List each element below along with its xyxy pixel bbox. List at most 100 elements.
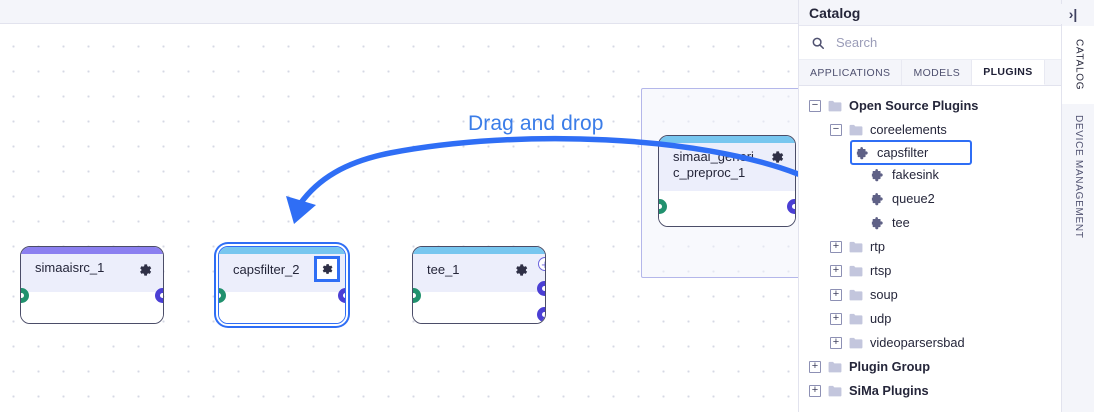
gear-icon[interactable] bbox=[769, 149, 785, 165]
tree-item-rtp[interactable]: + rtp bbox=[799, 235, 1061, 259]
node-header: simaai_generic_preproc_1 bbox=[659, 143, 795, 191]
puzzle-piece-icon bbox=[856, 146, 868, 159]
node-output-port[interactable] bbox=[155, 288, 163, 303]
search-input[interactable] bbox=[834, 34, 1024, 51]
vertical-tab-strip: CATALOG DEVICE MANAGEMENT bbox=[1061, 0, 1094, 412]
expand-icon[interactable]: + bbox=[830, 313, 842, 325]
node-output-port[interactable] bbox=[787, 199, 795, 214]
node-body bbox=[21, 292, 163, 323]
tree-item-label: queue2 bbox=[892, 191, 935, 206]
tree-item-label: tee bbox=[892, 215, 910, 230]
tree-item-capsfilter[interactable]: capsfilter bbox=[850, 140, 972, 165]
node-title: simaai_generic_preproc_1 bbox=[673, 149, 754, 180]
tab-plugins[interactable]: PLUGINS bbox=[972, 60, 1045, 85]
panel-header: Catalog bbox=[799, 0, 1061, 26]
expand-icon[interactable]: + bbox=[830, 289, 842, 301]
tree-item-label: capsfilter bbox=[877, 144, 929, 160]
tree-item-label: coreelements bbox=[870, 122, 947, 137]
search-icon bbox=[812, 37, 825, 49]
gear-icon[interactable] bbox=[513, 262, 529, 278]
tree-item-sima-plugins[interactable]: + SiMa Plugins bbox=[799, 379, 1061, 403]
catalog-tab-bar: APPLICATIONS MODELS PLUGINS bbox=[799, 60, 1061, 86]
node-input-port[interactable] bbox=[219, 288, 226, 303]
expand-icon[interactable]: + bbox=[830, 265, 842, 277]
drag-and-drop-label: Drag and drop bbox=[468, 112, 604, 135]
collapse-icon[interactable]: − bbox=[809, 100, 821, 112]
node-body bbox=[659, 191, 795, 226]
tree-item-tee[interactable]: tee bbox=[799, 211, 1061, 235]
tree-item-label: videoparsersbad bbox=[870, 335, 965, 350]
folder-icon bbox=[828, 385, 842, 397]
tree-item-label: rtp bbox=[870, 239, 885, 254]
node-header: simaaisrc_1 bbox=[21, 254, 163, 292]
folder-icon bbox=[849, 337, 863, 349]
tree-item-fakesink[interactable]: fakesink bbox=[799, 163, 1061, 187]
node-output-port[interactable] bbox=[537, 307, 545, 322]
gear-icon[interactable] bbox=[314, 256, 340, 282]
folder-icon bbox=[828, 361, 842, 373]
tree-item-queue2[interactable]: queue2 bbox=[799, 187, 1061, 211]
tree-item-label: Open Source Plugins bbox=[849, 98, 979, 113]
node-body bbox=[219, 292, 345, 323]
tree-item-rtsp[interactable]: + rtsp bbox=[799, 259, 1061, 283]
tree-item-label: fakesink bbox=[892, 167, 939, 182]
gear-icon[interactable] bbox=[137, 262, 153, 278]
tab-applications[interactable]: APPLICATIONS bbox=[799, 60, 903, 85]
canvas-toolbar bbox=[0, 0, 798, 24]
node-title: tee_1 bbox=[427, 262, 460, 277]
tree-item-label: SiMa Plugins bbox=[849, 383, 929, 398]
puzzle-piece-icon bbox=[871, 192, 883, 206]
tree-item-open-source-plugins[interactable]: − Open Source Plugins bbox=[799, 94, 1061, 118]
folder-icon bbox=[849, 289, 863, 301]
node-output-port[interactable] bbox=[338, 288, 345, 303]
pipeline-canvas[interactable]: simaai_generic_preproc_1 simaaisrc_1 bbox=[0, 24, 798, 412]
canvas-node-tee_1[interactable]: tee_1 bbox=[412, 246, 546, 324]
vtab-device-management[interactable]: DEVICE MANAGEMENT bbox=[1073, 114, 1084, 239]
expand-icon[interactable]: + bbox=[809, 361, 821, 373]
tab-models[interactable]: MODELS bbox=[902, 60, 973, 85]
expand-icon[interactable]: + bbox=[830, 241, 842, 253]
puzzle-piece-icon bbox=[871, 168, 883, 182]
node-stripe bbox=[413, 247, 545, 254]
node-header: tee_1 bbox=[413, 254, 545, 292]
tree-item-label: Plugin Group bbox=[849, 359, 931, 374]
tree-indent-spacer bbox=[852, 193, 864, 205]
tree-item-label: udp bbox=[870, 311, 892, 326]
node-output-port[interactable] bbox=[537, 281, 545, 296]
collapse-panel-icon[interactable]: ›| bbox=[1060, 4, 1086, 24]
tree-item-plugin-group[interactable]: + Plugin Group bbox=[799, 355, 1061, 379]
node-body bbox=[413, 292, 545, 323]
puzzle-piece-icon bbox=[871, 216, 883, 230]
search-row[interactable] bbox=[799, 26, 1061, 60]
add-output-port-icon[interactable] bbox=[538, 257, 545, 271]
folder-icon bbox=[849, 265, 863, 277]
expand-icon[interactable]: + bbox=[809, 385, 821, 397]
folder-icon bbox=[849, 313, 863, 325]
folder-icon bbox=[849, 241, 863, 253]
folder-icon bbox=[828, 100, 842, 112]
panel-title: Catalog bbox=[809, 4, 861, 21]
tree-item-coreelements[interactable]: − coreelements bbox=[799, 118, 1061, 142]
tree-indent-spacer bbox=[852, 217, 864, 229]
node-title: capsfilter_2 bbox=[233, 262, 300, 277]
canvas-node-simaai_generic_preproc_1[interactable]: simaai_generic_preproc_1 bbox=[658, 135, 796, 227]
canvas-node-simaaisrc_1[interactable]: simaaisrc_1 bbox=[20, 246, 164, 324]
tree-item-label: rtsp bbox=[870, 263, 892, 278]
tree-item-label: soup bbox=[870, 287, 898, 302]
node-input-port[interactable] bbox=[21, 288, 29, 303]
collapse-icon[interactable]: − bbox=[830, 124, 842, 136]
tree-indent-spacer bbox=[852, 169, 864, 181]
expand-icon[interactable]: + bbox=[830, 337, 842, 349]
catalog-panel: Catalog APPLICATIONS MODELS PLUGINS −Ope… bbox=[798, 0, 1061, 412]
vtab-catalog[interactable]: CATALOG bbox=[1062, 26, 1094, 104]
node-header: capsfilter_2 bbox=[219, 254, 345, 292]
tree-item-udp[interactable]: + udp bbox=[799, 307, 1061, 331]
node-stripe bbox=[21, 247, 163, 254]
canvas-node-capsfilter_2[interactable]: capsfilter_2 bbox=[218, 246, 346, 324]
node-stripe bbox=[219, 247, 345, 254]
node-input-port[interactable] bbox=[413, 288, 421, 303]
tree-item-videoparsersbad[interactable]: + videoparsersbad bbox=[799, 331, 1061, 355]
tree-item-soup[interactable]: + soup bbox=[799, 283, 1061, 307]
